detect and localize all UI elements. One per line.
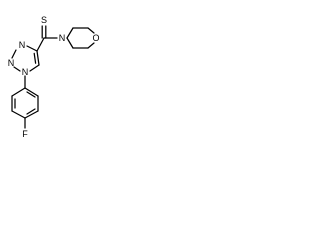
bond-morph-c4-n <box>66 37 74 49</box>
bond-triazole-c5-c4-inner <box>33 52 37 64</box>
atom-label-morpholine-nitrogen: N <box>59 33 66 43</box>
bond-c-triazole-c4 <box>36 37 45 52</box>
atom-label-fluorine: F <box>22 129 28 139</box>
atom-label-group: S N O N N N F <box>8 15 100 139</box>
atom-label-morpholine-oxygen: O <box>92 33 99 43</box>
bond-triazole-c4-n3 <box>26 45 38 52</box>
atom-label-triazole-n1: N <box>22 67 29 77</box>
bond-ph-c4-c5 <box>11 110 26 119</box>
molecule-structure-diagram: S N O N N N F <box>8 15 100 139</box>
bond-morph-o-c3 <box>87 42 95 49</box>
bond-group <box>11 25 95 129</box>
bond-ph-inner-b <box>26 108 36 115</box>
bond-morph-c2-o <box>87 27 95 34</box>
bond-morph-n-c1 <box>66 27 74 39</box>
bond-triazole-c5-c4 <box>36 50 40 66</box>
bond-triazole-n3-n2 <box>11 49 17 59</box>
bond-triazole-n1-c5 <box>29 64 40 72</box>
bond-triazole-n2-n1 <box>13 66 21 72</box>
bond-ph-c6-c1 <box>11 87 26 97</box>
atom-label-sulfur: S <box>41 15 47 25</box>
bond-ph-c3-c4 <box>24 110 39 119</box>
atom-label-triazole-n2: N <box>8 58 15 68</box>
atom-label-triazole-n3: N <box>19 40 26 50</box>
bond-ph-inner-a <box>26 91 36 98</box>
bond-ph-c1-c2 <box>24 87 39 97</box>
